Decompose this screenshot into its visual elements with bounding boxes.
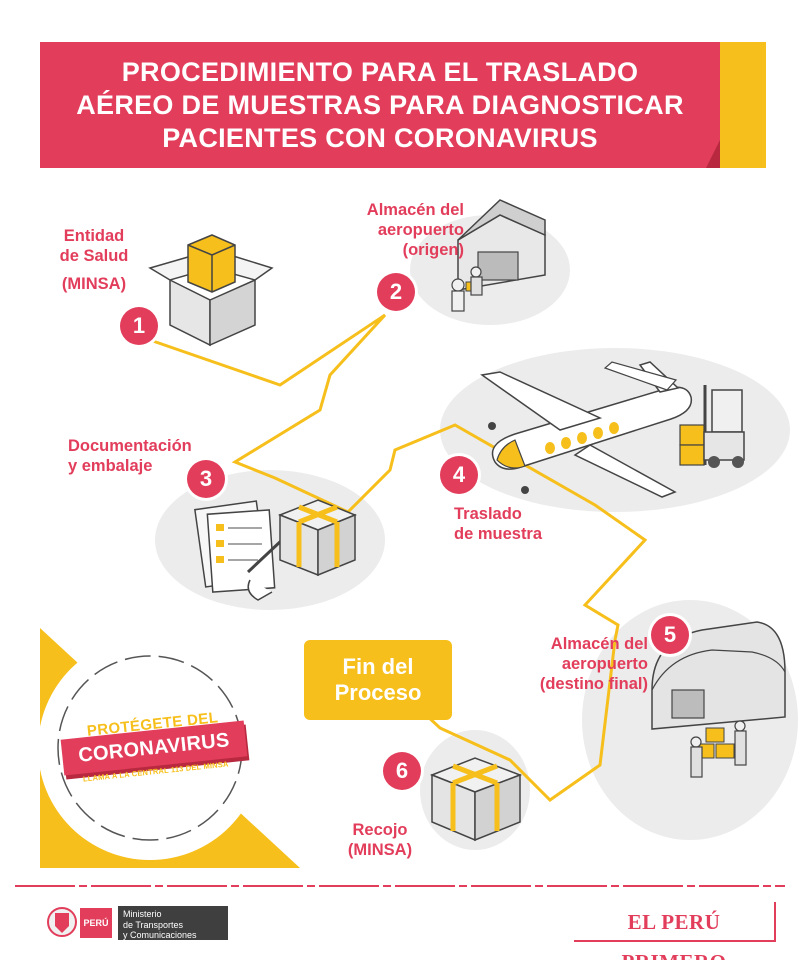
step-5-line-1: Almacén del [550,635,648,653]
airplane-illustration [480,361,693,498]
step-5-number: 5 [651,616,689,654]
step-4-line-1: Traslado [454,505,522,523]
step-5-line-3: (destino final) [539,675,648,693]
end-box-line-1: Fin del [342,654,414,679]
end-box-line-2: Proceso [334,680,422,705]
ministry-line-3: y Comunicaciones [123,930,197,940]
step-2-line-3: (origen) [402,241,464,259]
step-6-line-1: Recojo [352,821,408,839]
process-path [149,313,648,802]
step-1-line-3: (MINSA) [61,275,127,293]
step-5-line-2: aeropuerto [561,655,648,673]
package-step-3-illustration [277,499,357,577]
documentation-illustration [194,500,284,601]
banner-background [40,42,720,168]
peru-crest-shield-icon [55,913,69,933]
origin-warehouse-illustration [451,199,546,312]
package-step-6-illustration [429,757,523,842]
step-1-line-1: Entidad [63,227,125,245]
step-6-line-2: (MINSA) [347,841,413,859]
banner-yellow-tab [706,42,766,168]
step-1-number: 1 [120,307,158,345]
step-2-line-1: Almacén del [366,201,464,219]
step-2-number: 2 [377,273,415,311]
step-3-line-1: Documentación [68,437,192,455]
end-of-process-box: Fin del Proceso [304,640,452,720]
step-1-line-2: de Salud [59,247,129,265]
title-line-1: PROCEDIMIENTO PARA EL TRASLADO [121,56,639,87]
step-2-label: Almacén del aeropuerto (origen) [304,200,464,260]
step-3-number: 3 [187,460,225,498]
ministry-logo: Ministerio de Transportes y Comunicacion… [118,906,228,940]
destination-hangar-illustration [651,621,786,778]
step-4-label: Traslado de muestra [454,504,584,544]
step-6-number: 6 [383,752,421,790]
banner-fold [706,140,720,168]
step-5-label: Almacén del aeropuerto (destino final) [500,634,648,694]
peru-flag-label: PERÚ [80,908,112,938]
step-3-line-2: y embalaje [68,457,153,475]
step-6-label: Recojo (MINSA) [332,820,428,860]
step-2-line-2: aeropuerto [377,221,464,239]
forklift-illustration [679,385,745,468]
title-line-2: AÉREO DE MUESTRAS PARA DIAGNOSTICAR [76,89,684,120]
title-line-3: PACIENTES CON CORONAVIRUS [162,122,598,153]
ministry-line-1: Ministerio [123,909,162,919]
ministry-line-2: de Transportes [123,919,184,930]
step-3-label: Documentación y embalaje [68,436,226,476]
slogan-logo: EL PERÚ PRIMERO [574,902,776,960]
open-box-illustration [148,234,274,347]
step-4-number: 4 [440,456,478,494]
page-title: PROCEDIMIENTO PARA EL TRASLADO AÉREO DE … [40,42,720,168]
step-4-line-2: de muestra [454,525,543,543]
step-1-label: Entidad de Salud (MINSA) [40,226,148,294]
